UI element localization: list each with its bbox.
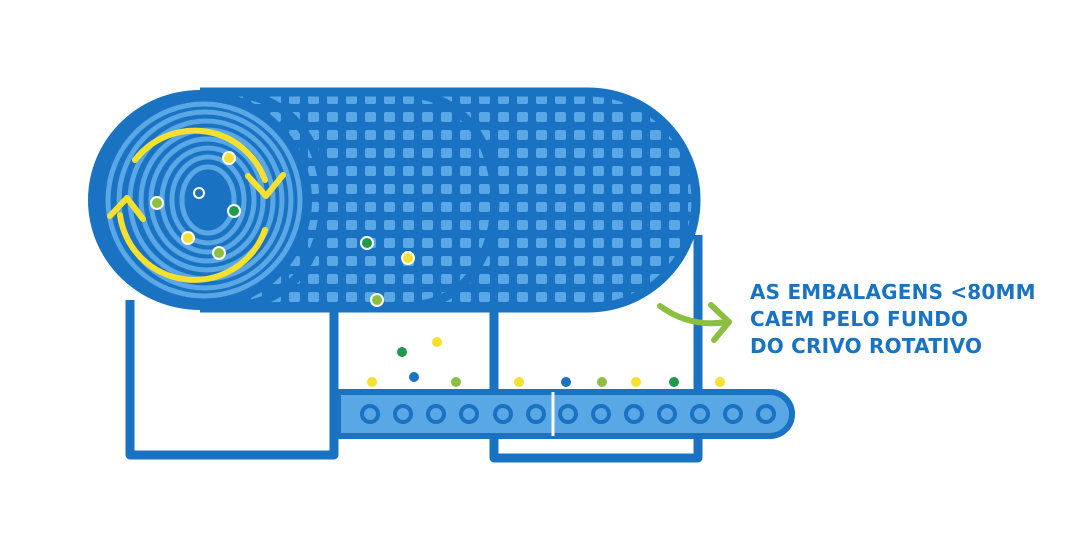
particle xyxy=(401,251,415,265)
particles-on-belt xyxy=(365,375,727,389)
particle xyxy=(365,375,379,389)
particle xyxy=(370,293,384,307)
caption-line-2: CAEM PELO FUNDO xyxy=(750,307,969,331)
particle xyxy=(181,231,195,245)
conveyor-belt xyxy=(335,389,795,439)
particle xyxy=(222,151,236,165)
drum-front-face xyxy=(88,90,312,310)
caption-line-1: AS EMBALAGENS <80MM xyxy=(750,280,1036,304)
particle xyxy=(150,196,164,210)
caption-text: AS EMBALAGENS <80MM CAEM PELO FUNDO DO C… xyxy=(750,279,1060,360)
caption-line-3: DO CRIVO ROTATIVO xyxy=(750,334,983,358)
support-frame-left xyxy=(125,300,339,460)
particle xyxy=(559,375,573,389)
particle xyxy=(595,375,609,389)
particle xyxy=(212,246,226,260)
down-right-arrow-icon xyxy=(657,302,732,343)
particle xyxy=(449,375,463,389)
particle xyxy=(713,375,727,389)
falling-particles xyxy=(370,293,444,384)
particle xyxy=(193,187,205,199)
particle xyxy=(512,375,526,389)
particle xyxy=(395,345,409,359)
particle xyxy=(360,236,374,250)
particle xyxy=(407,370,421,384)
particle xyxy=(227,204,241,218)
particle xyxy=(430,335,444,349)
particle xyxy=(629,375,643,389)
rotation-arrows-icon xyxy=(107,127,286,283)
particles-inside-drum xyxy=(150,151,415,265)
support-frame-right xyxy=(489,235,703,463)
particle xyxy=(667,375,681,389)
conveyor-rollers xyxy=(360,404,776,424)
